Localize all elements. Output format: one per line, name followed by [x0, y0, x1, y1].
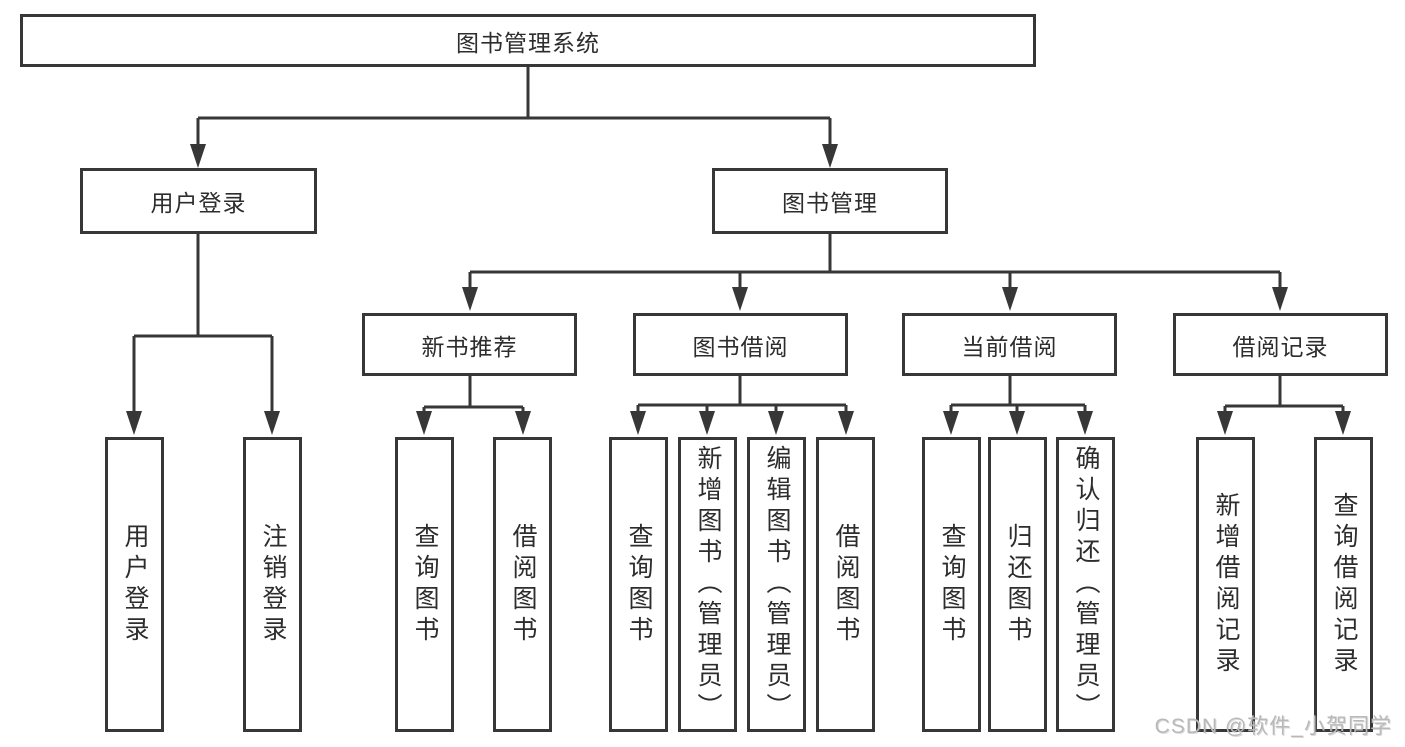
node-current-borrowing: 当前借阅 — [902, 313, 1117, 376]
leaf-logout: 注销登录 — [243, 437, 302, 732]
leaf-add-borrow-record: 新增借阅记录 — [1196, 437, 1255, 732]
leaf-label: 归还图书 — [1004, 522, 1032, 647]
leaf-label: 查询图书 — [625, 522, 653, 647]
leaf-label: 查询图书 — [938, 522, 966, 647]
leaf-label: 新增图书（管理员） — [694, 445, 722, 724]
leaf-label: 确认归还（管理员） — [1072, 445, 1100, 724]
node-book-borrowing: 图书借阅 — [633, 313, 848, 376]
leaf-add-book-admin: 新增图书（管理员） — [678, 437, 737, 732]
leaf-label: 借阅图书 — [832, 522, 860, 647]
leaf-label: 用户登录 — [121, 522, 149, 647]
leaf-label: 查询借阅记录 — [1330, 491, 1358, 678]
leaf-borrow-books-recommend: 借阅图书 — [493, 437, 552, 732]
node-borrowing-records: 借阅记录 — [1173, 313, 1388, 376]
leaf-confirm-return-admin: 确认归还（管理员） — [1056, 437, 1115, 732]
leaf-user-login: 用户登录 — [105, 437, 164, 732]
leaf-edit-book-admin: 编辑图书（管理员） — [747, 437, 806, 732]
leaf-label: 查询图书 — [411, 522, 439, 647]
leaf-query-books-current: 查询图书 — [922, 437, 981, 732]
leaf-label: 编辑图书（管理员） — [763, 445, 791, 724]
leaf-return-books: 归还图书 — [988, 437, 1047, 732]
leaf-query-books-recommend: 查询图书 — [395, 437, 454, 732]
csdn-watermark: CSDN @软件_小贺同学 — [1154, 715, 1392, 738]
leaf-query-books-borrowing: 查询图书 — [609, 437, 668, 732]
node-book-management: 图书管理 — [712, 168, 948, 234]
node-user-login: 用户登录 — [80, 168, 317, 234]
leaf-borrow-books-borrowing: 借阅图书 — [816, 437, 875, 732]
node-new-book-recommendation: 新书推荐 — [362, 313, 577, 376]
leaf-query-borrow-record: 查询借阅记录 — [1314, 437, 1373, 732]
leaf-label: 新增借阅记录 — [1212, 491, 1240, 678]
leaf-label: 注销登录 — [259, 522, 287, 647]
leaf-label: 借阅图书 — [509, 522, 537, 647]
node-root: 图书管理系统 — [20, 14, 1036, 67]
